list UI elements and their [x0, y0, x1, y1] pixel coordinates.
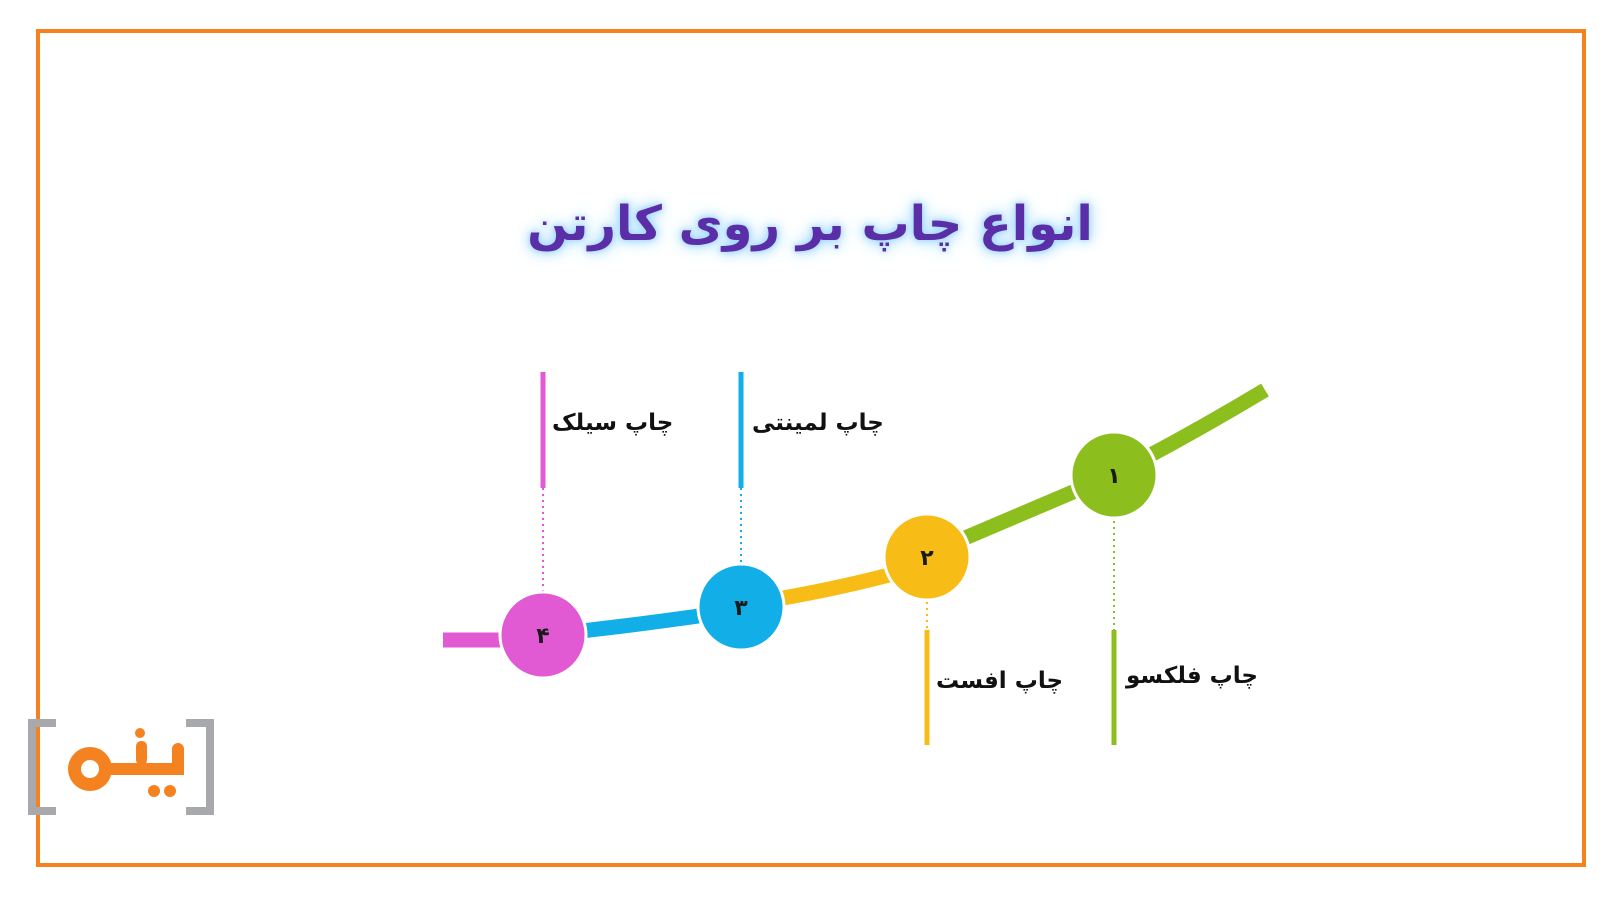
step-label-3: چاپ لمینتی [752, 410, 884, 436]
step-label-4: چاپ سیلک [552, 410, 674, 436]
step-label-1: چاپ فلکسو [1126, 663, 1258, 689]
step-number-2: ۲ [920, 546, 934, 571]
step-number-4: ۴ [536, 624, 549, 649]
logo-icon [28, 719, 214, 815]
slide-frame [36, 29, 1586, 867]
step-circle-4 [498, 590, 588, 680]
step-label-2: چاپ افست [936, 668, 1064, 694]
step-number-1: ۱ [1107, 464, 1120, 489]
step-circle-3 [696, 562, 786, 652]
step-number-3: ۳ [734, 596, 748, 621]
step-circle-2 [882, 512, 972, 602]
page-title: انواع چاپ بر روی کارتن [527, 196, 1093, 252]
step-circle-1 [1069, 430, 1159, 520]
